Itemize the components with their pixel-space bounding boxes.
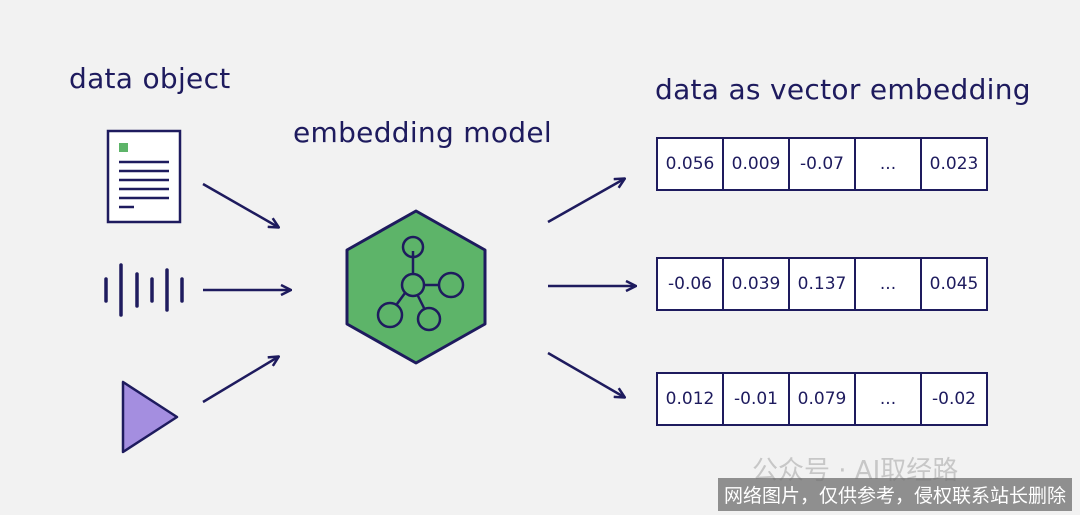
vector-cell: 0.137 bbox=[790, 259, 856, 309]
vector-cell: 0.056 bbox=[658, 139, 724, 189]
vector-embedding-label: data as vector embedding bbox=[655, 73, 1031, 106]
document-icon bbox=[106, 129, 182, 224]
vector-cell: -0.01 bbox=[724, 374, 790, 424]
data-object-label: data object bbox=[69, 62, 231, 95]
vector-cell: 0.039 bbox=[724, 259, 790, 309]
audio-waveform-icon bbox=[104, 263, 184, 317]
embedding-model-label: embedding model bbox=[293, 116, 552, 149]
input-arrows bbox=[202, 182, 290, 404]
vector-cell: ... bbox=[856, 259, 922, 309]
vector-cell: -0.06 bbox=[658, 259, 724, 309]
output-arrows bbox=[547, 179, 635, 397]
vector-cell: -0.07 bbox=[790, 139, 856, 189]
hexagon-network-icon bbox=[345, 209, 487, 365]
vector-row: -0.06 0.039 0.137 ... 0.045 bbox=[656, 257, 988, 311]
arrow-model-to-vector-1 bbox=[547, 179, 624, 224]
vector-cell: 0.009 bbox=[724, 139, 790, 189]
arrow-model-to-vector-3 bbox=[547, 351, 624, 397]
vector-cell: 0.045 bbox=[929, 274, 979, 294]
vector-cell: ... bbox=[856, 374, 922, 424]
vector-row: 0.056 0.009 -0.07 ... 0.023 bbox=[656, 137, 988, 191]
copyright-notice: 网络图片，仅供参考，侵权联系站长删除 bbox=[717, 478, 1072, 511]
arrow-document-to-model bbox=[202, 182, 278, 227]
vector-cell: -0.02 bbox=[932, 389, 976, 409]
vector-cell: 0.012 bbox=[658, 374, 724, 424]
vector-row: 0.012 -0.01 0.079 ... -0.02 bbox=[656, 372, 988, 426]
vector-cell: 0.023 bbox=[929, 154, 979, 174]
play-triangle-icon bbox=[121, 380, 179, 454]
vector-cell: 0.079 bbox=[790, 374, 856, 424]
arrow-video-to-model bbox=[202, 357, 278, 404]
vector-cell: ... bbox=[856, 139, 922, 189]
